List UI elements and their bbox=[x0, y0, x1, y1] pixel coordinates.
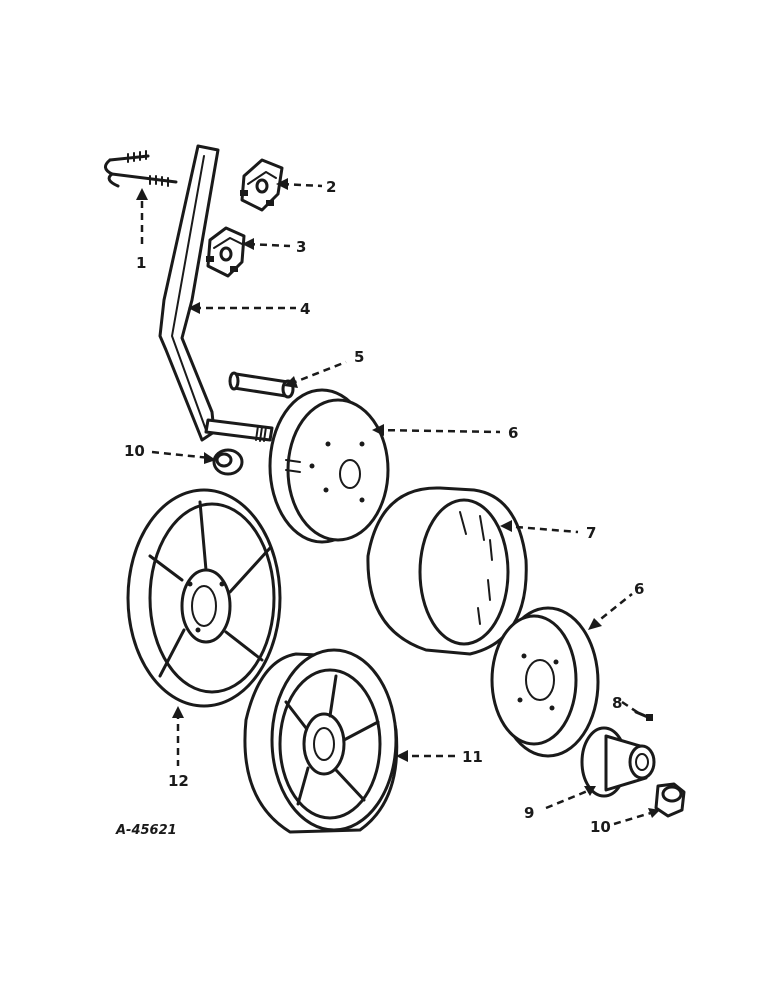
hub-part bbox=[580, 726, 656, 798]
callout-6-lower: 6 bbox=[634, 580, 644, 598]
wheel-half-lower-part bbox=[490, 606, 600, 758]
wheel-arm-part bbox=[158, 144, 274, 442]
callout-3: 3 bbox=[296, 238, 306, 256]
arrowheads bbox=[136, 178, 660, 818]
leader-lines bbox=[140, 182, 655, 826]
callout-10-left: 10 bbox=[124, 442, 145, 460]
callout-11: 11 bbox=[462, 748, 483, 766]
bearing-right-part bbox=[654, 782, 686, 818]
bolt-part bbox=[634, 710, 653, 721]
bearing-left-part bbox=[212, 448, 244, 476]
callout-8: 8 bbox=[612, 694, 622, 712]
callout-5: 5 bbox=[354, 348, 364, 366]
u-bolt-part bbox=[104, 150, 178, 188]
callout-12: 12 bbox=[168, 772, 189, 790]
wheel-back-part bbox=[126, 488, 282, 708]
clamp-lower-part bbox=[206, 226, 246, 278]
callout-9: 9 bbox=[524, 804, 534, 822]
callout-7: 7 bbox=[586, 524, 596, 542]
spacer-tube-part bbox=[228, 371, 295, 399]
callout-6-upper: 6 bbox=[508, 424, 518, 442]
tire-part bbox=[366, 486, 528, 656]
callout-10-right: 10 bbox=[590, 818, 611, 836]
clamp-upper-part bbox=[240, 158, 284, 212]
drawing-number: A-45621 bbox=[115, 823, 177, 838]
wheel-half-upper-part bbox=[268, 388, 390, 544]
callout-1: 1 bbox=[136, 254, 146, 272]
wheel-front-part bbox=[243, 648, 399, 834]
callout-4: 4 bbox=[300, 300, 310, 318]
callout-labels: 1 2 3 4 5 6 7 6 8 9 10 10 11 12 bbox=[124, 178, 644, 836]
callout-2: 2 bbox=[326, 178, 336, 196]
